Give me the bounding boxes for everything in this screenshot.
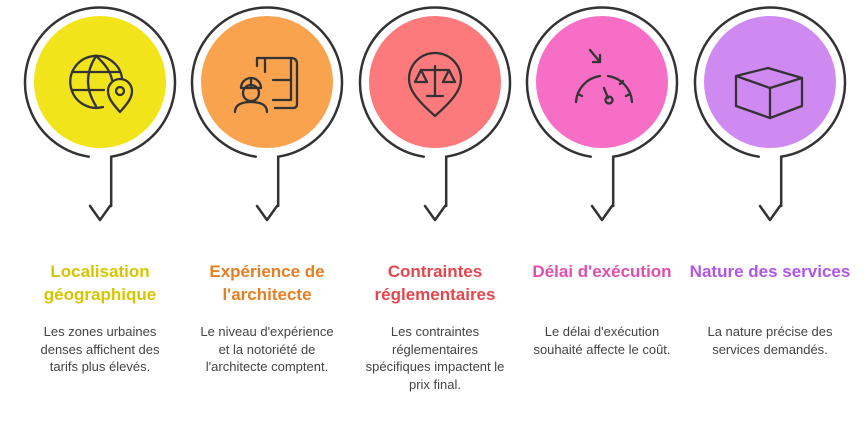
step-title: Expérience de l'architecte [209, 262, 325, 304]
step-localisation: Localisation géographique Les zones urba… [16, 0, 184, 434]
step-delai: Délai d'exécution Le délai d'exécution s… [518, 0, 686, 434]
legal-scale-pin-icon [407, 51, 463, 118]
step-title: Délai d'exécution [532, 262, 672, 281]
speedometer-icon [574, 48, 634, 105]
step-description: La nature précise des services demandés. [707, 324, 833, 357]
architect-blueprint-icon [233, 56, 299, 114]
box-icon [734, 66, 804, 120]
step-bubble [23, 6, 177, 222]
step-nature: Nature des services La nature précise de… [686, 0, 854, 434]
step-description: Les zones urbaines denses affichent des … [40, 324, 160, 374]
globe-location-icon [69, 54, 134, 114]
step-title: Nature des services [689, 262, 851, 281]
step-description: Le niveau d'expérience et la notoriété d… [200, 324, 334, 374]
step-experience: Expérience de l'architecte Le niveau d'e… [183, 0, 351, 434]
step-title: Contraintes réglementaires [374, 262, 496, 304]
step-description: Les contraintes réglementaires spécifiqu… [365, 324, 505, 392]
step-bubble [190, 6, 344, 222]
step-bubble [693, 6, 847, 222]
step-title: Localisation géographique [43, 262, 157, 304]
step-bubble [525, 6, 679, 222]
step-contraintes: Contraintes réglementaires Les contraint… [351, 0, 519, 434]
step-bubble [358, 6, 512, 222]
step-description: Le délai d'exécution souhaité affecte le… [533, 324, 671, 357]
